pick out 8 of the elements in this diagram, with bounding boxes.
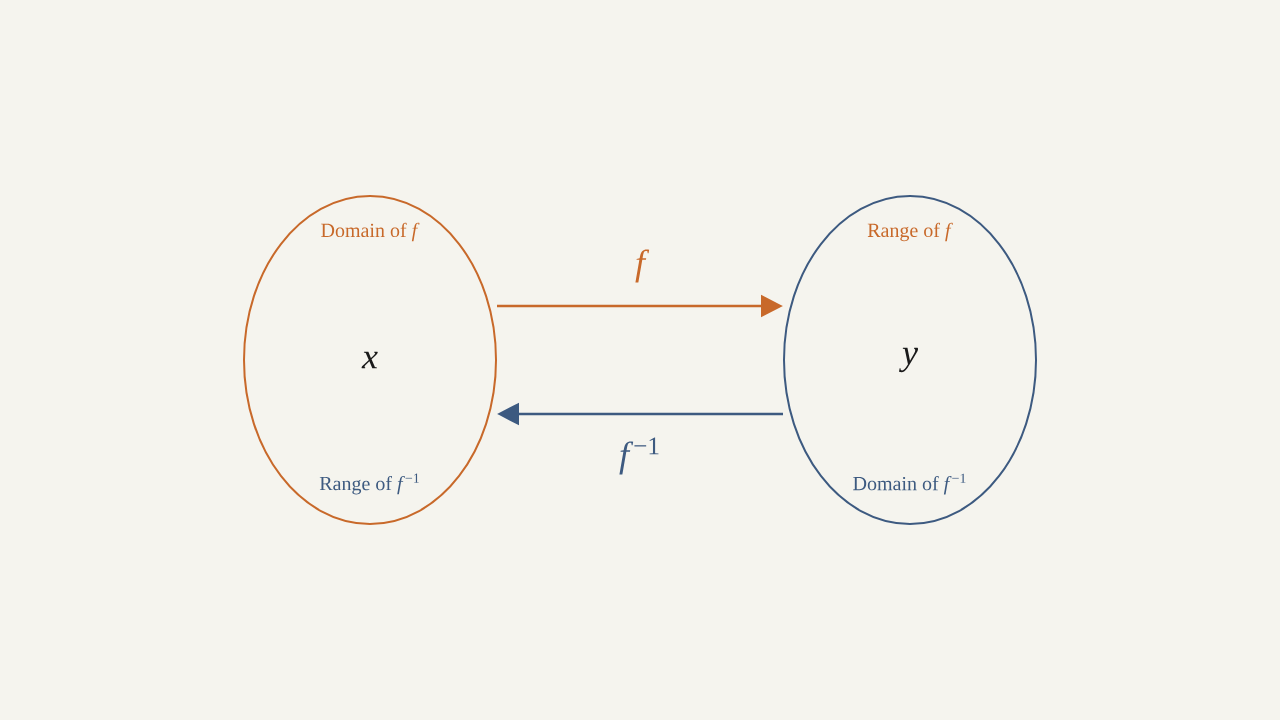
edge-label: f — [635, 249, 650, 283]
edge-label: f$^{−1}$ — [619, 437, 659, 475]
set-caption: Range of f — [867, 222, 953, 242]
element-label: x — [361, 351, 378, 369]
element-label: y — [899, 347, 918, 373]
set-caption: Range of f$^{−1}$ — [319, 473, 419, 495]
set-caption: Domain of f — [321, 222, 420, 242]
set-caption: Domain of f$^{−1}$ — [853, 473, 966, 495]
